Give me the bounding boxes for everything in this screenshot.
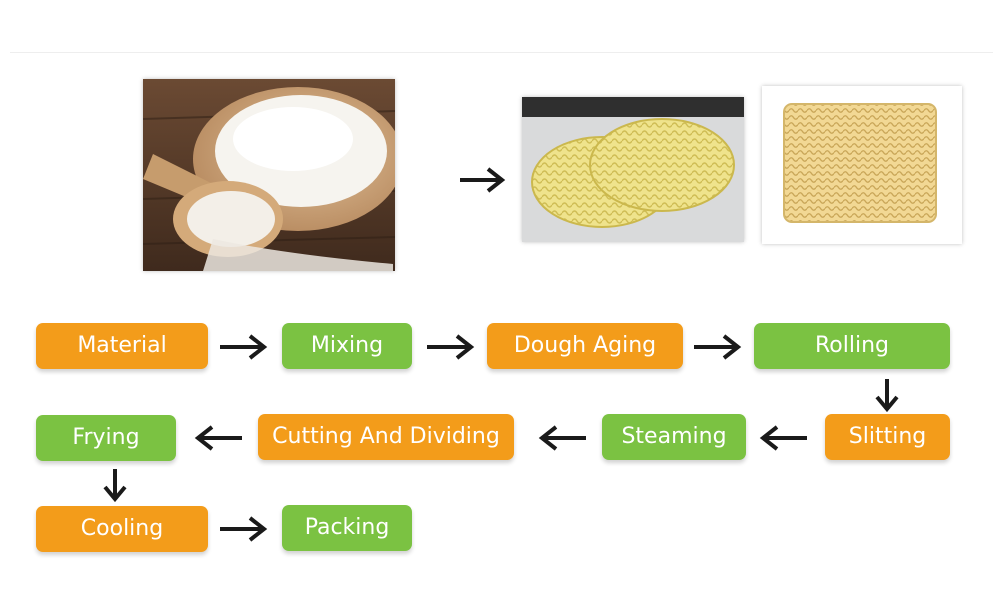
step-steaming: Steaming	[602, 414, 746, 460]
step-material: Material	[36, 323, 208, 369]
arrow-left-icon	[538, 424, 588, 452]
arrow-right-icon	[458, 166, 506, 194]
arrow-right-icon	[218, 333, 268, 361]
step-cutting-and-dividing: Cutting And Dividing	[258, 414, 514, 460]
step-packing: Packing	[282, 505, 412, 551]
step-mixing: Mixing	[282, 323, 412, 369]
arrow-down-icon	[873, 377, 901, 413]
square-noodle-block-photo	[762, 86, 962, 244]
arrow-right-icon	[218, 515, 268, 543]
step-slitting: Slitting	[825, 414, 950, 460]
arrow-right-icon	[425, 333, 475, 361]
top-divider	[10, 52, 993, 53]
arrow-left-icon	[759, 424, 809, 452]
step-rolling: Rolling	[754, 323, 950, 369]
round-noodle-cake-photo	[522, 97, 744, 242]
step-cooling: Cooling	[36, 506, 208, 552]
arrow-left-icon	[194, 424, 244, 452]
flour-photo	[143, 79, 395, 271]
step-dough-aging: Dough Aging	[487, 323, 683, 369]
arrow-down-icon	[101, 467, 129, 503]
arrow-right-icon	[692, 333, 742, 361]
step-frying: Frying	[36, 415, 176, 461]
